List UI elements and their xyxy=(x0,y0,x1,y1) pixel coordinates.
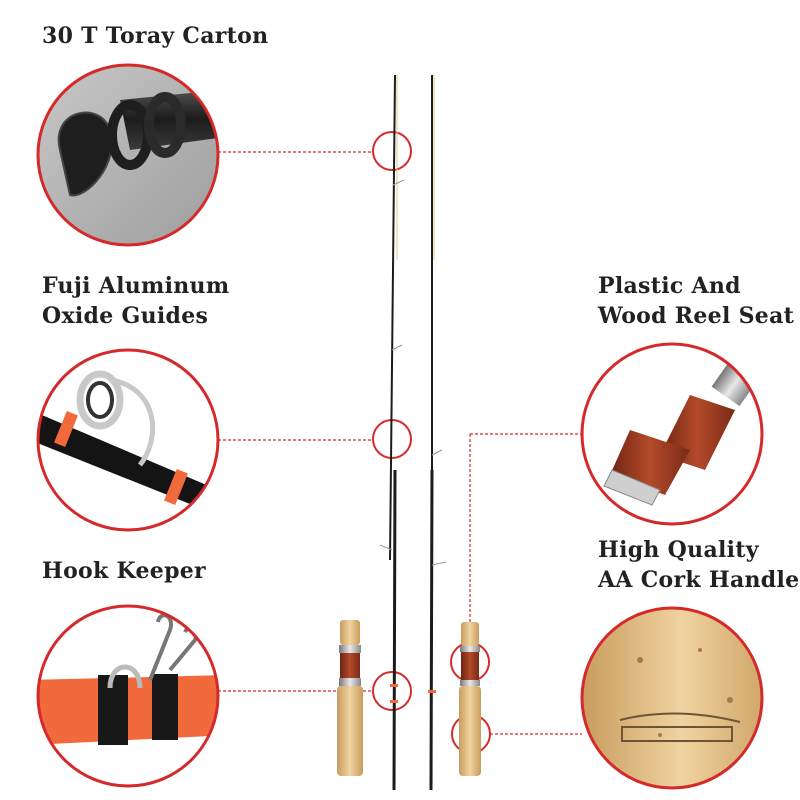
callout-reel-seat xyxy=(450,342,764,682)
callout-carbon xyxy=(36,63,412,247)
label-cork-line1: High Quality xyxy=(598,537,759,563)
rod-right xyxy=(428,75,447,791)
callout-hook-keeper xyxy=(36,604,412,788)
label-carbon: 30 T Toray Carton xyxy=(42,21,268,51)
label-reel-seat-line2: Wood Reel Seat xyxy=(598,303,795,329)
label-carbon-text: 30 T Toray Carton xyxy=(42,23,269,49)
label-cork-line2: AA Cork Handle xyxy=(598,567,800,593)
label-guides-line1: Fuji Aluminum xyxy=(42,273,230,299)
label-hook-keeper: Hook Keeper xyxy=(42,556,206,586)
callout-guides xyxy=(36,348,412,532)
label-guides: Fuji Aluminum Oxide Guides xyxy=(42,271,229,331)
handle-left xyxy=(337,620,363,776)
callout-cork xyxy=(451,606,764,790)
handle-right xyxy=(459,622,481,776)
label-reel-seat-line1: Plastic And xyxy=(598,273,741,299)
rod-left xyxy=(379,74,405,791)
label-guides-line2: Oxide Guides xyxy=(42,303,209,329)
label-reel-seat: Plastic And Wood Reel Seat xyxy=(598,271,794,331)
label-cork-handle: High Quality AA Cork Handle xyxy=(598,535,799,595)
label-hook-keeper-text: Hook Keeper xyxy=(42,558,206,584)
